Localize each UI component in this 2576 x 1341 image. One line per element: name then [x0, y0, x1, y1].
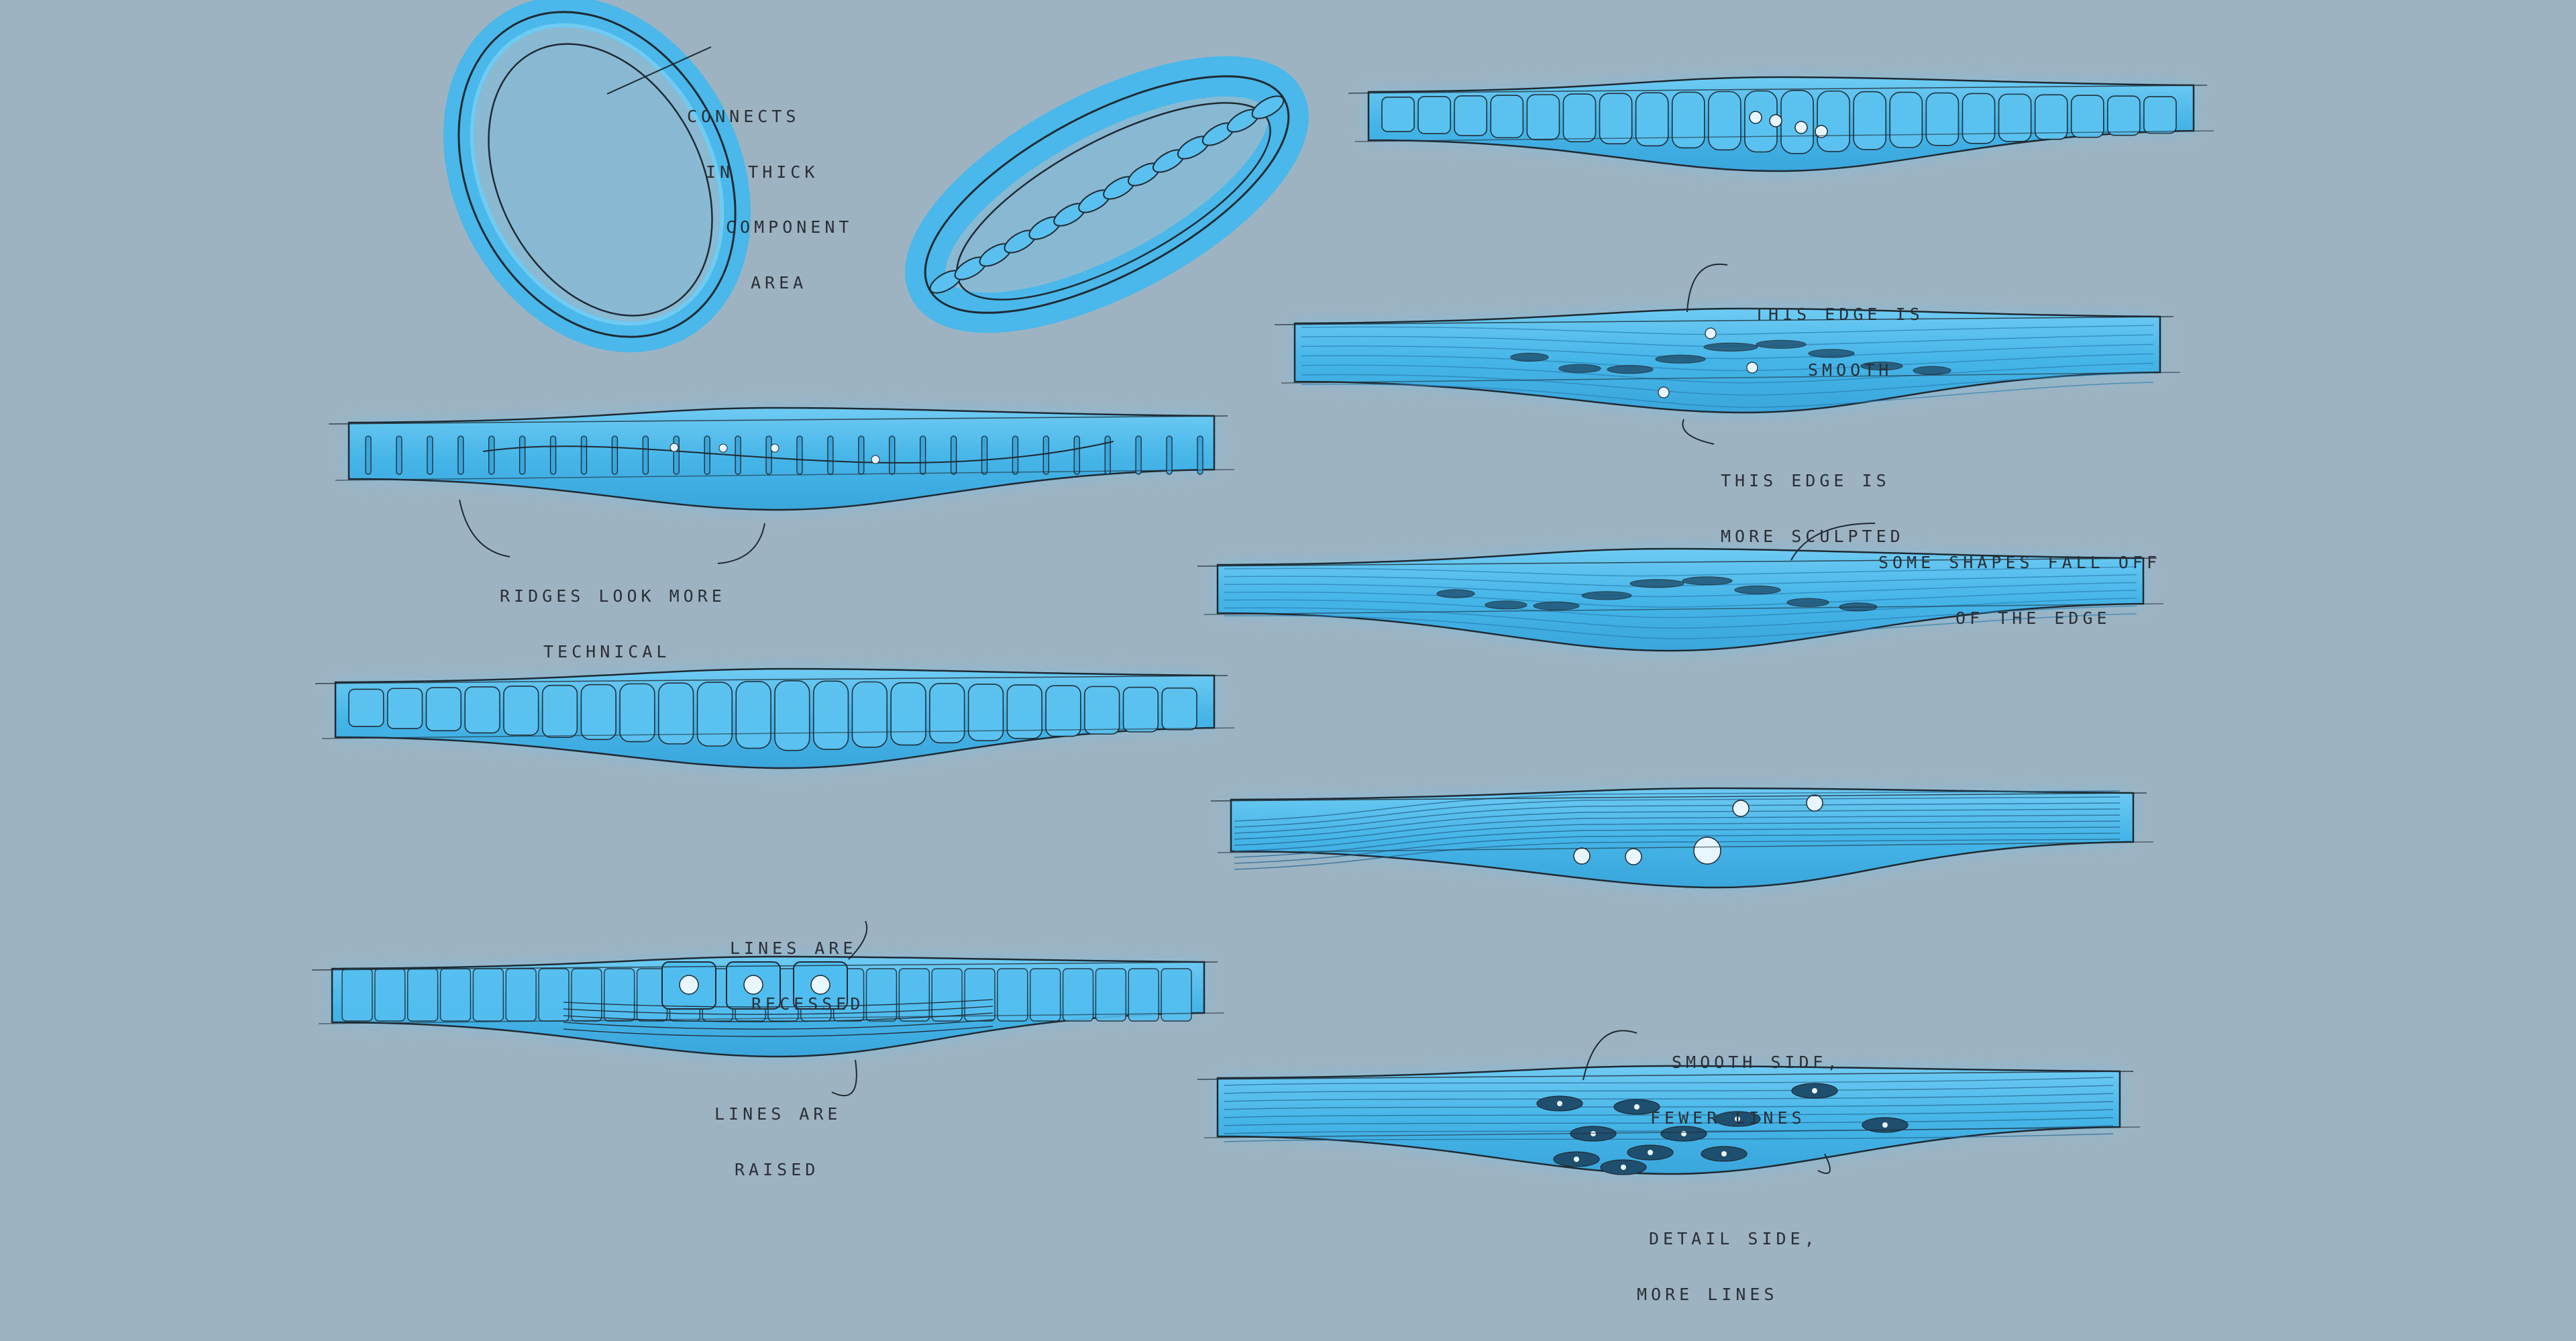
band-voronoi	[315, 667, 1235, 769]
annotation-fall-off: SOME SHAPES FALL OFF OF THE EDGE	[1878, 553, 2161, 628]
band-smooth-detail	[1197, 1065, 2141, 1175]
annotation-recessed: LINES ARE RECESSED	[730, 938, 865, 1014]
smooth-bracelet-ring	[443, 0, 751, 353]
annotation-edge-sculpted: THIS EDGE IS MORE SCULPTED	[1721, 471, 1904, 546]
annotation-detail-side: DETAIL SIDE, MORE LINES	[1637, 1229, 1819, 1304]
band-top-right	[1348, 76, 2214, 172]
bracelet-sketches	[311, 0, 2214, 1175]
sketch-canvas: CONNECTS IN THICK COMPONENT AREA THIS ED…	[311, 0, 2214, 1303]
annotation-raised: LINES ARE RAISED	[714, 1104, 842, 1179]
band-smooth-sculpted	[1274, 307, 2181, 414]
textured-bracelet-ring	[905, 56, 1309, 333]
annotation-smooth-side: SMOOTH SIDE, FEWER LINES	[1650, 1053, 1841, 1128]
band-swept-lines	[1210, 787, 2154, 889]
band-recessed-raised	[311, 955, 1225, 1058]
band-technical-ridges	[328, 407, 1235, 511]
annotation-edge-smooth: THIS EDGE IS SMOOTH	[1754, 305, 1924, 380]
annotation-ridges: RIDGES LOOK MORE TECHNICAL	[500, 586, 726, 661]
band-falloff-shapes	[1197, 547, 2164, 652]
annotation-connects: CONNECTS IN THICK COMPONENT AREA	[687, 107, 853, 292]
annotation-leaders	[459, 263, 1876, 1175]
